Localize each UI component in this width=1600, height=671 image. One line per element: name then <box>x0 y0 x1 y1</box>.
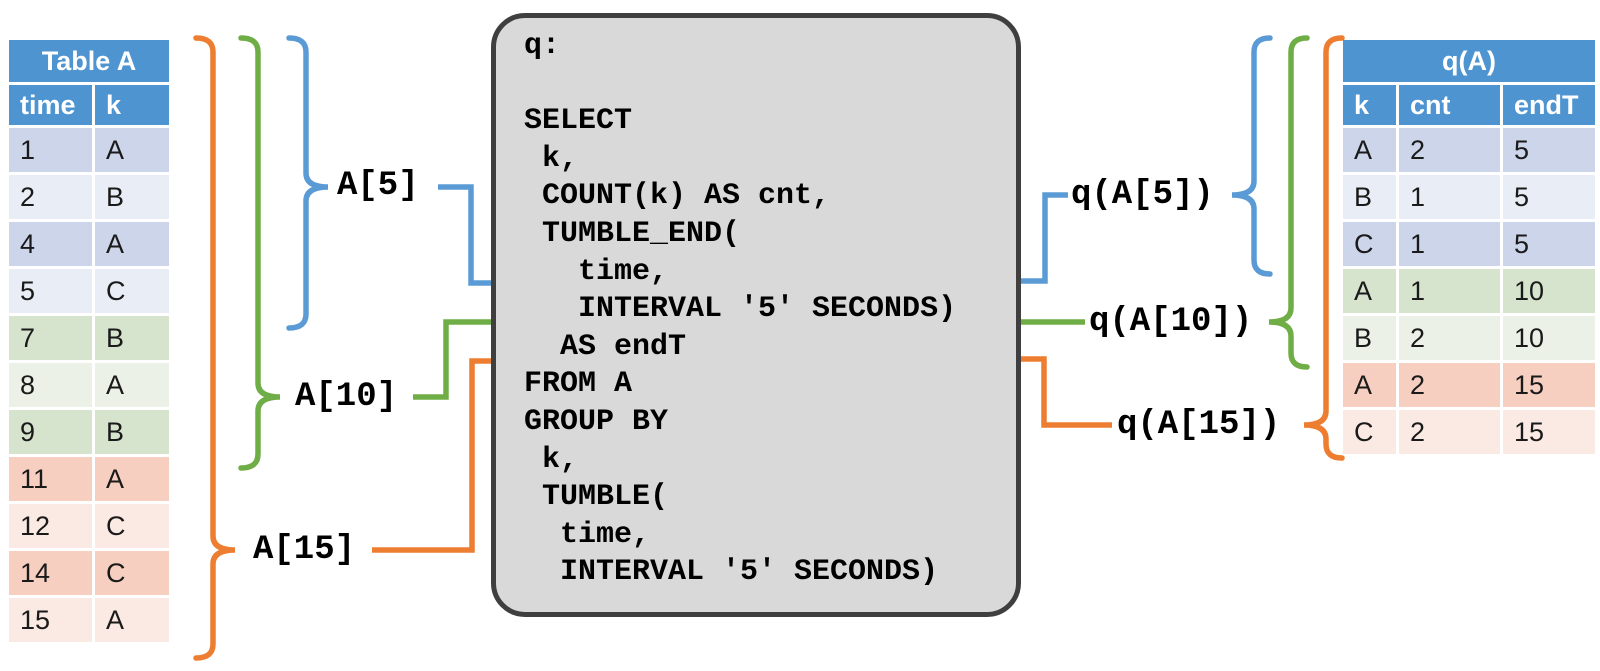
cell-time: 2 <box>9 175 92 219</box>
cell-endt: 10 <box>1503 269 1595 313</box>
connector-query-to-result5 <box>1016 192 1068 284</box>
cell-k: C <box>95 551 169 595</box>
column-header-k: k <box>95 85 169 125</box>
cell-time: 14 <box>9 551 92 595</box>
column-header-k: k <box>1343 85 1396 125</box>
cell-endt: 15 <box>1503 410 1595 454</box>
table-a-title-row: Table A <box>9 40 169 82</box>
cell-time: 5 <box>9 269 92 313</box>
cell-k: A <box>95 363 169 407</box>
cell-cnt: 2 <box>1399 128 1500 172</box>
cell-time: 8 <box>9 363 92 407</box>
label-result-qa5: q(A[5]) <box>1071 176 1214 214</box>
cell-k: C <box>1343 410 1396 454</box>
label-window-a15: A[15] <box>253 531 356 569</box>
cell-k: B <box>1343 316 1396 360</box>
cell-cnt: 2 <box>1399 363 1500 407</box>
brace-window10-right <box>1268 35 1310 370</box>
cell-k: C <box>95 504 169 548</box>
table-qa-title: q(A) <box>1343 40 1595 82</box>
column-header-endt: endT <box>1503 85 1595 125</box>
connector-window5-to-query <box>438 184 498 286</box>
cell-time: 1 <box>9 128 92 172</box>
column-header-time: time <box>9 85 92 125</box>
cell-cnt: 1 <box>1399 269 1500 313</box>
cell-k: A <box>1343 269 1396 313</box>
brace-window5-right <box>1231 35 1273 277</box>
cell-endt: 5 <box>1503 128 1595 172</box>
cell-k: A <box>95 598 169 642</box>
cell-time: 15 <box>9 598 92 642</box>
cell-cnt: 1 <box>1399 175 1500 219</box>
cell-time: 9 <box>9 410 92 454</box>
connector-window15-to-query <box>372 358 498 553</box>
query-box <box>491 13 1021 617</box>
cell-k: A <box>95 457 169 501</box>
brace-window5-left <box>286 35 329 331</box>
connector-window10-to-query <box>413 319 498 400</box>
cell-k: A <box>95 222 169 266</box>
cell-cnt: 2 <box>1399 410 1500 454</box>
table-a-title: Table A <box>9 40 169 82</box>
cell-k: A <box>95 128 169 172</box>
cell-k: A <box>1343 363 1396 407</box>
cell-k: B <box>95 410 169 454</box>
cell-time: 4 <box>9 222 92 266</box>
cell-endt: 10 <box>1503 316 1595 360</box>
cell-k: B <box>95 316 169 360</box>
cell-endt: 5 <box>1503 222 1595 266</box>
cell-endt: 15 <box>1503 363 1595 407</box>
cell-time: 7 <box>9 316 92 360</box>
cell-k: C <box>1343 222 1396 266</box>
sql-query-text: q: SELECT k, COUNT(k) AS cnt, TUMBLE_END… <box>524 29 957 590</box>
label-window-a10: A[10] <box>295 378 398 416</box>
brace-window15-left <box>193 35 236 661</box>
brace-window10-left <box>238 35 281 471</box>
column-header-cnt: cnt <box>1399 85 1500 125</box>
cell-time: 12 <box>9 504 92 548</box>
connector-query-to-result15 <box>1016 356 1112 428</box>
label-window-a5: A[5] <box>337 167 419 205</box>
label-result-qa10: q(A[10]) <box>1089 303 1253 341</box>
cell-k: C <box>95 269 169 313</box>
cell-time: 11 <box>9 457 92 501</box>
cell-cnt: 2 <box>1399 316 1500 360</box>
cell-k: A <box>1343 128 1396 172</box>
cell-cnt: 1 <box>1399 222 1500 266</box>
cell-endt: 5 <box>1503 175 1595 219</box>
table-qa-title-row: q(A) <box>1343 40 1595 82</box>
cell-k: B <box>95 175 169 219</box>
label-result-qa15: q(A[15]) <box>1117 406 1281 444</box>
brace-window15-right <box>1303 35 1345 461</box>
cell-k: B <box>1343 175 1396 219</box>
